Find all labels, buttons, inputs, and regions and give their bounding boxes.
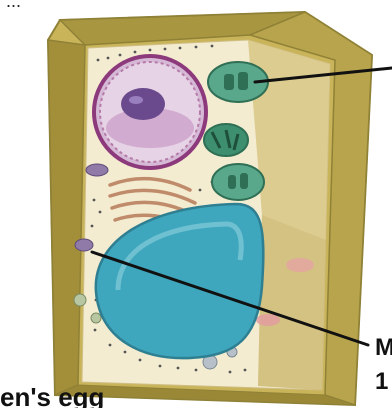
nucleus bbox=[94, 56, 206, 168]
right-partial-text-2: 1 bbox=[375, 368, 388, 396]
nucleolus bbox=[121, 88, 165, 120]
vesicle bbox=[75, 239, 93, 251]
top-partial-text: ... bbox=[6, 0, 21, 12]
bottom-partial-text: en's egg bbox=[0, 382, 104, 408]
right-partial-text-1: M bbox=[375, 334, 392, 362]
